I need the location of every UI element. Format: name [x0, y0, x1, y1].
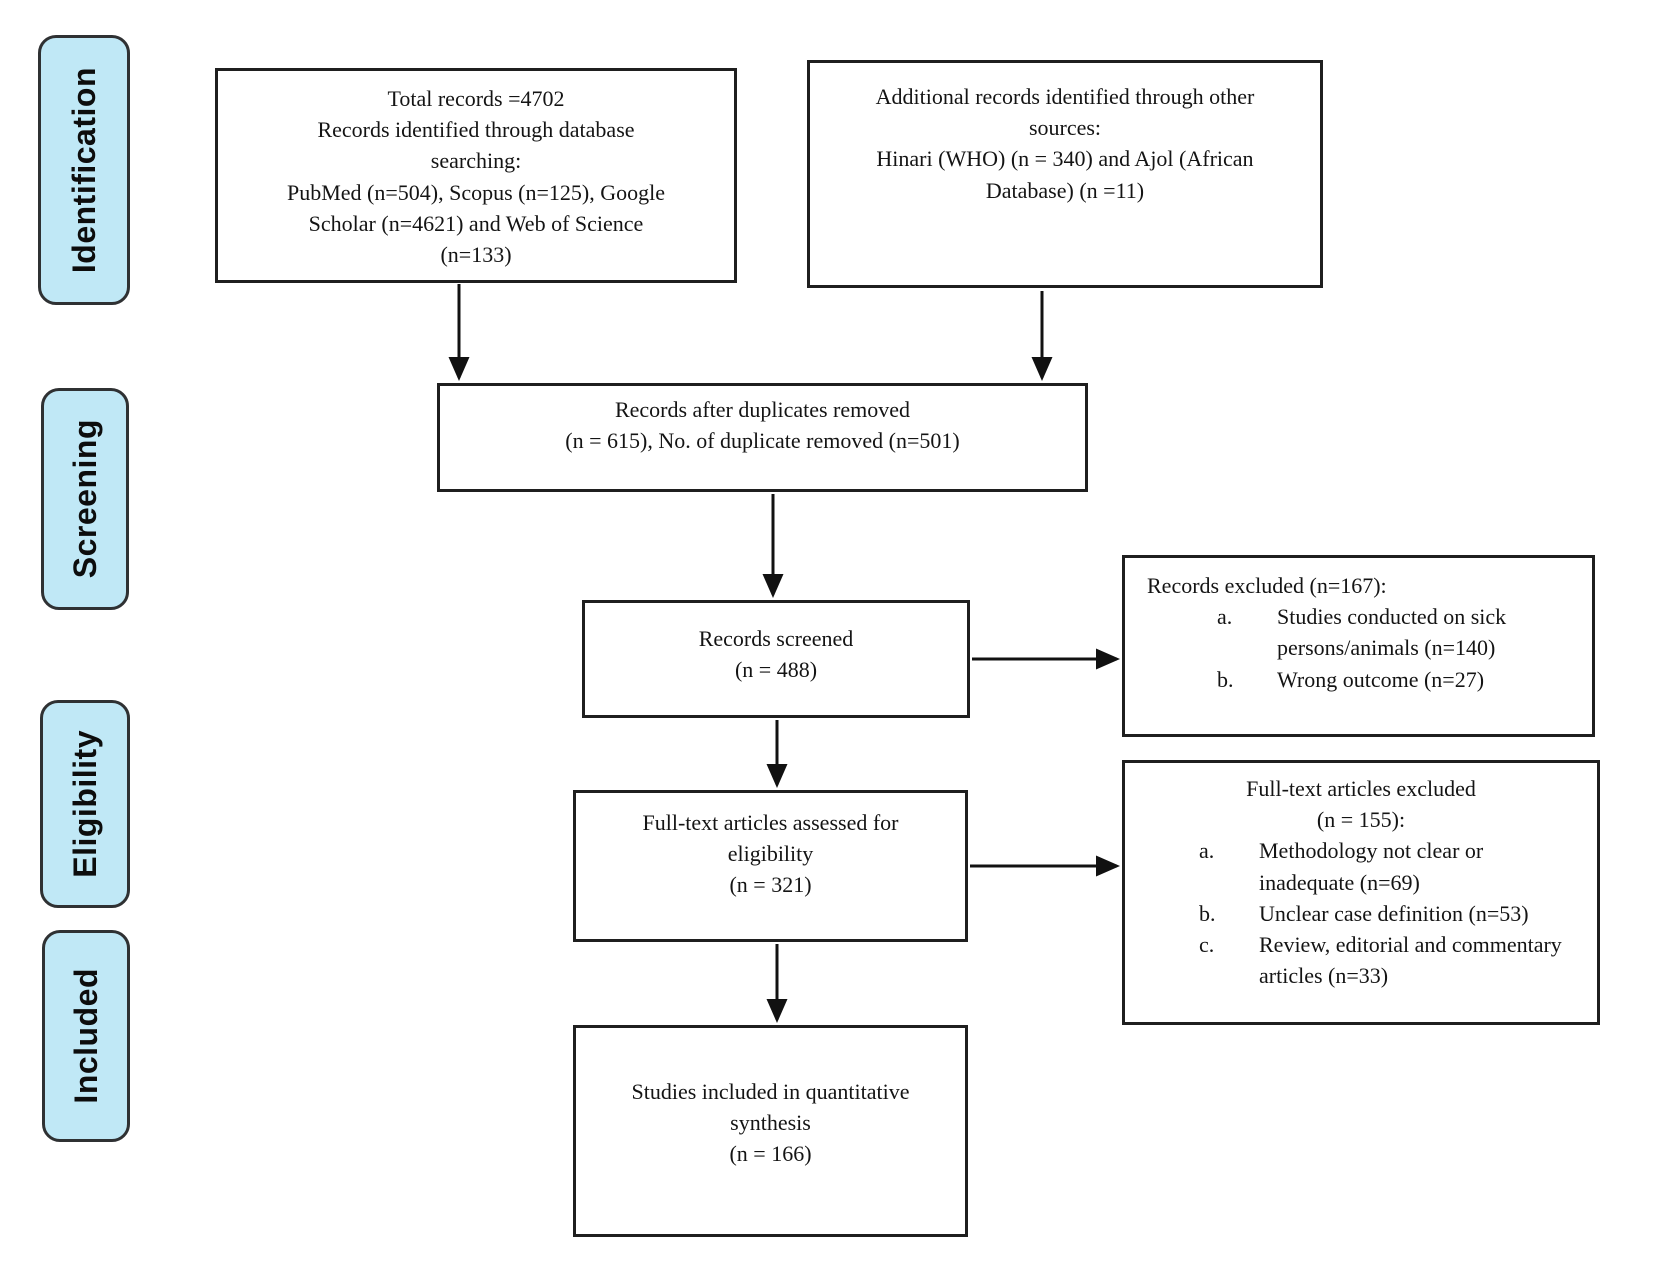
box-records-after-duplicates-removed: Records after duplicates removed (n = 61… — [437, 383, 1088, 492]
list-item-text: Methodology not clear or inadequate (n=6… — [1259, 838, 1484, 895]
box-fulltext-excluded: Full-text articles excluded (n = 155): a… — [1122, 760, 1600, 1025]
stage-label-eligibility-text: Eligibility — [66, 730, 103, 878]
box-studies-included-synthesis: Studies included in quantitative synthes… — [573, 1025, 968, 1237]
box-database-search-records: Total records =4702 Records identified t… — [215, 68, 737, 283]
list-item-text: Studies conducted on sick persons/animal… — [1277, 604, 1507, 661]
box-fulltext-assessed: Full-text articles assessed for eligibil… — [573, 790, 968, 942]
fulltext-excluded-item-a: a. Methodology not clear or inadequate (… — [1137, 835, 1585, 897]
list-item-text: Wrong outcome (n=27) — [1277, 666, 1485, 692]
stage-label-included-text: Included — [67, 968, 104, 1104]
stage-label-identification-text: Identification — [65, 66, 102, 274]
list-marker: b. — [1199, 900, 1216, 926]
list-item-text: Review, editorial and commentary article… — [1259, 932, 1562, 989]
list-marker: c. — [1199, 932, 1215, 958]
fulltext-excluded-item-b: b. Unclear case definition (n=53) — [1137, 898, 1585, 929]
stage-label-eligibility: Eligibility — [40, 700, 130, 908]
stage-label-identification: Identification — [38, 35, 130, 305]
list-marker: b. — [1217, 666, 1234, 692]
fulltext-excluded-title: Full-text articles excluded (n = 155): — [1246, 776, 1476, 833]
stage-label-screening: Screening — [41, 388, 129, 610]
list-marker: a. — [1217, 604, 1233, 630]
records-excluded-item-a: a. Studies conducted on sick persons/ani… — [1147, 601, 1578, 663]
records-excluded-item-b: b. Wrong outcome (n=27) — [1147, 664, 1578, 695]
stage-label-screening-text: Screening — [66, 419, 103, 579]
list-marker: a. — [1199, 838, 1215, 864]
box-records-excluded: Records excluded (n=167): a. Studies con… — [1122, 555, 1595, 737]
list-item-text: Unclear case definition (n=53) — [1259, 900, 1529, 926]
box-additional-records-other-sources: Additional records identified through ot… — [807, 60, 1323, 288]
box-records-screened: Records screened (n = 488) — [582, 600, 970, 718]
fulltext-excluded-item-c: c. Review, editorial and commentary arti… — [1137, 929, 1585, 991]
stage-label-included: Included — [42, 930, 130, 1142]
records-excluded-title: Records excluded (n=167): — [1147, 573, 1387, 598]
